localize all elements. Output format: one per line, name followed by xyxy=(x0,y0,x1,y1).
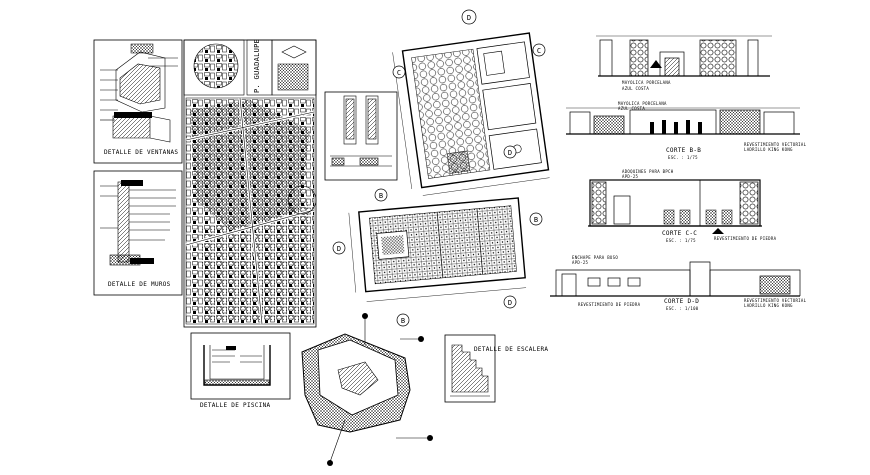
marker-d-left: D xyxy=(337,245,341,253)
marker-c-left: C xyxy=(397,69,401,77)
label-mayolica-1: MAYOLICA PORCELANA xyxy=(622,80,671,85)
label-revestimiento-d-right-sub: LADRILLO KING KONG xyxy=(744,303,793,308)
label-corte-b-esc: ESC. : 1/75 xyxy=(668,155,698,160)
label-adoquines: ADOQUINES PARA BPCH xyxy=(622,169,674,174)
marker-d-bottom: D xyxy=(508,299,512,307)
label-guadalupe: P. GUADALUPE xyxy=(253,38,261,93)
panel-plan-top xyxy=(392,32,550,196)
label-corte-c-esc: ESC. : 1/75 xyxy=(666,238,696,243)
panel-corte-c xyxy=(588,179,762,234)
panel-plan-middle xyxy=(348,197,527,302)
marker-d-mid: D xyxy=(508,149,512,157)
section-markers xyxy=(332,9,546,327)
label-mayolica-1-sub: AZUL COSTA xyxy=(622,86,650,91)
label-revestimiento-d-right: REVESTIMIENTO VECTORIAL xyxy=(744,298,807,303)
label-detalle-muros: DETALLE DE MUROS xyxy=(108,281,171,288)
label-enchape: ENCHAPE PARA BUSO xyxy=(572,255,619,260)
label-corte-d: CORTE D-D xyxy=(664,298,700,305)
label-revestimiento-vr: REVESTIMIENTO VECTORIAL xyxy=(744,142,807,147)
label-revestimiento-piedra-c: REVESTIMIENTO DE PIEDRA xyxy=(714,236,777,241)
label-detalle-piscina: DETALLE DE PISCINA xyxy=(200,402,271,409)
panel-corte-b xyxy=(566,107,800,135)
label-detalle-ventanas: DETALLE DE VENTANAS xyxy=(104,149,179,156)
label-adoquines-sub: APD-25 xyxy=(622,174,639,179)
panel-detalle-escalera xyxy=(444,334,496,403)
panel-detalle-ventanas xyxy=(93,39,183,164)
panel-detalle-piscina xyxy=(190,332,291,400)
panel-detalle-muros xyxy=(93,170,183,296)
marker-b-top: B xyxy=(379,192,383,200)
label-revestimiento-piedra-d: REVESTIMIENTO DE PIEDRA xyxy=(578,302,641,307)
label-mayolica-2-sub: AZUL COSTA xyxy=(618,106,646,111)
marker-d-top: D xyxy=(467,14,471,22)
panel-corte-d xyxy=(550,261,801,297)
panel-elevation-top xyxy=(596,35,772,77)
marker-b-right: B xyxy=(534,216,538,224)
label-corte-b: CORTE B-B xyxy=(666,147,702,154)
panel-door-detail xyxy=(324,91,398,181)
panel-site-plan xyxy=(301,313,433,466)
label-mayolica-2: MAYOLICA PORCELANA xyxy=(618,101,667,106)
marker-c-right: C xyxy=(537,47,541,55)
label-enchape-sub: APD-25 xyxy=(572,260,589,265)
label-revestimiento-vr-sub: LADRILLO KING KONG xyxy=(744,147,793,152)
label-corte-c: CORTE C-C xyxy=(662,230,698,237)
marker-b-bottom: B xyxy=(401,317,405,325)
label-detalle-escalera: DETALLE DE ESCALERA xyxy=(474,346,549,353)
panel-location-map xyxy=(183,39,317,328)
label-corte-d-esc: ESC. : 1/100 xyxy=(666,306,699,311)
